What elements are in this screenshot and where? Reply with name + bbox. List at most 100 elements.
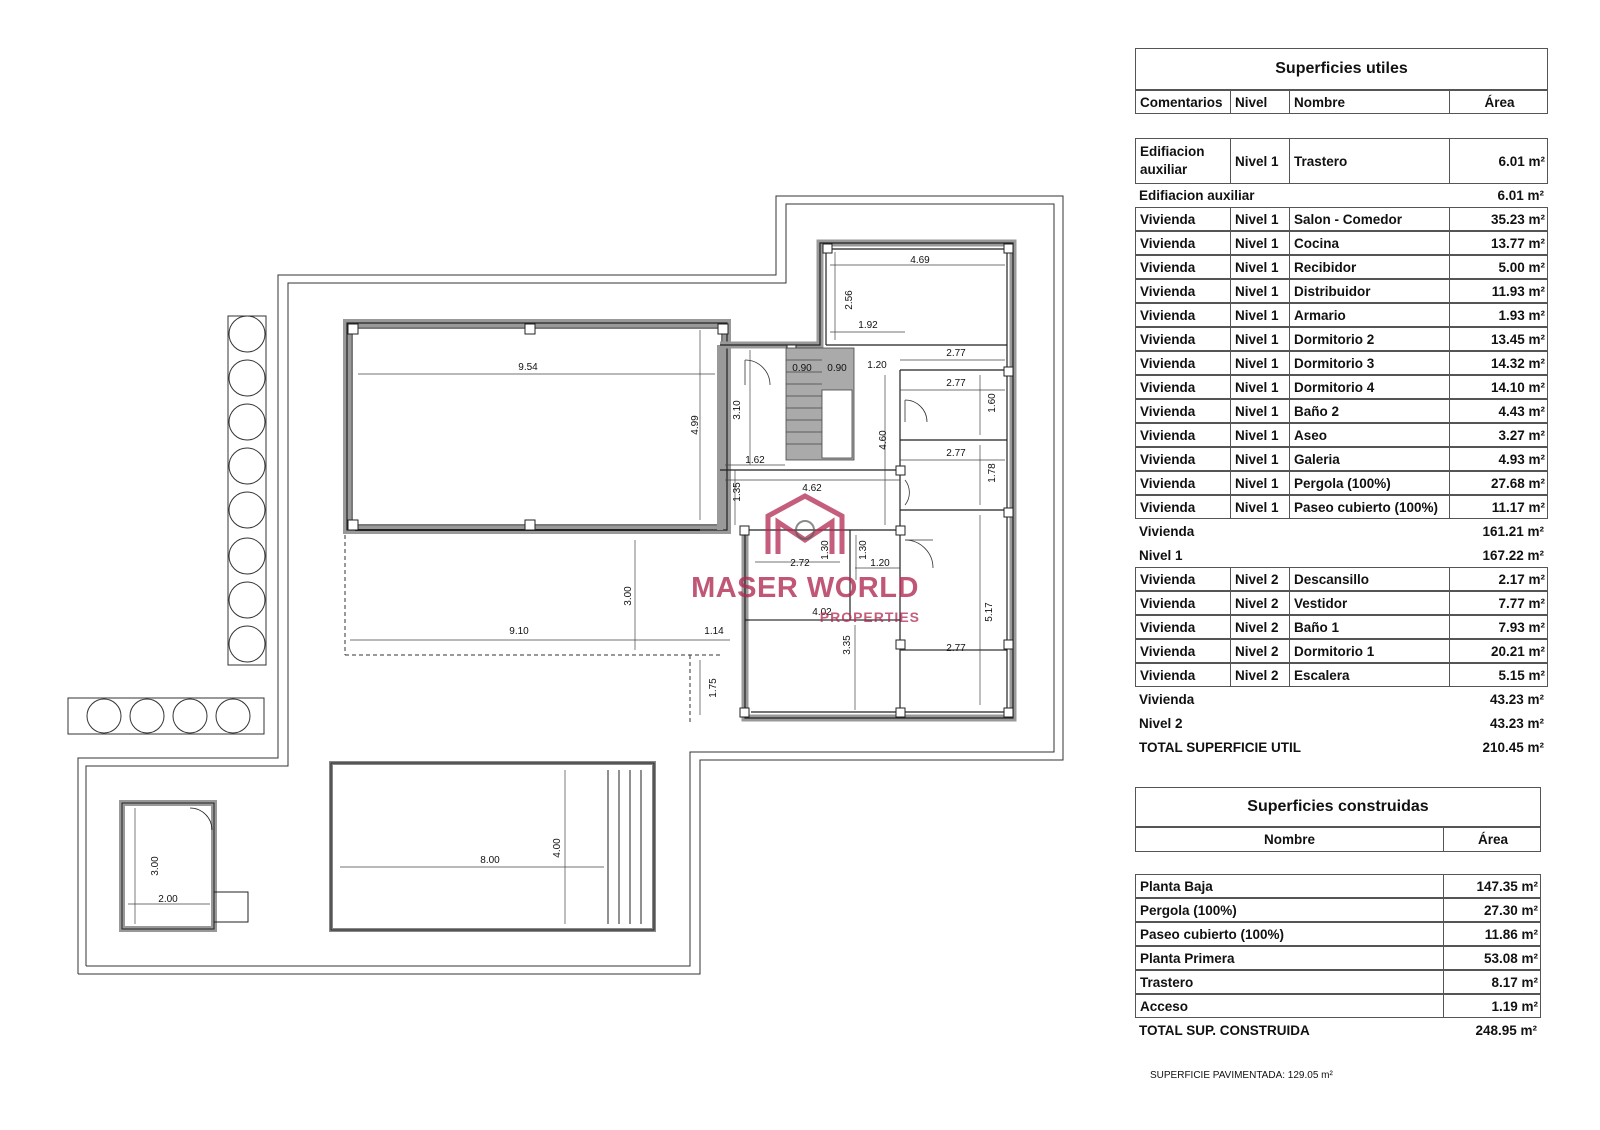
table-row: Acceso 1.19 m²: [1135, 994, 1541, 1018]
cell-comentarios: Vivienda: [1139, 523, 1195, 539]
cell-nivel: Nivel 1: [1231, 352, 1290, 374]
dim-label: 1.20: [867, 360, 887, 371]
dim-label: 9.10: [509, 626, 529, 637]
cell-area: 53.08 m²: [1483, 950, 1538, 966]
cell-area: 161.21 m²: [1482, 523, 1544, 539]
dim-label: 0.90: [792, 363, 812, 374]
dim-label: 5.17: [984, 602, 995, 622]
cell-comentarios: Vivienda: [1136, 256, 1231, 278]
cell-comentarios: Edifiacion auxiliar: [1136, 139, 1231, 183]
cell-nombre: Cocina: [1290, 232, 1450, 254]
cell-nivel: Nivel 1: [1231, 328, 1290, 350]
cell-comentarios: Vivienda: [1136, 352, 1231, 374]
cell-nivel: Nivel 1: [1231, 472, 1290, 494]
cell-comentarios: TOTAL SUPERFICIE UTIL: [1139, 739, 1302, 755]
cell-comentarios: Vivienda: [1136, 472, 1231, 494]
cell-area: 2.17 m²: [1498, 571, 1545, 587]
door-swings: [744, 359, 934, 569]
cell-comentarios: Vivienda: [1136, 640, 1231, 662]
table-title: Superficies utiles: [1135, 48, 1548, 90]
table-row: Paseo cubierto (100%) 11.86 m²: [1135, 922, 1541, 946]
subtotal-row: Edifiacion auxiliar 6.01 m²: [1135, 184, 1548, 207]
dim-label: 1.75: [708, 678, 719, 698]
cell-nivel: Nivel 2: [1231, 640, 1290, 662]
cell-comentarios: Vivienda: [1136, 448, 1231, 470]
cell-area: 167.22 m²: [1482, 547, 1544, 563]
cell-nombre: Acceso: [1136, 995, 1444, 1017]
cell-area: 6.01 m²: [1497, 188, 1544, 203]
cell-comentarios: Vivienda: [1136, 592, 1231, 614]
cell-area: 7.77 m²: [1498, 595, 1545, 611]
cell-nombre: Descansillo: [1290, 568, 1450, 590]
storage-building: [119, 800, 249, 932]
dim-label: 4.99: [690, 415, 701, 435]
house-walls: [717, 239, 1017, 722]
header-nombre: Nombre: [1290, 91, 1450, 113]
pergola-outline: [344, 535, 720, 725]
dim-label: 2.00: [158, 894, 178, 905]
cell-area: 43.23 m²: [1489, 691, 1544, 707]
dim-label: 2.77: [946, 643, 966, 654]
cell-comentarios: Vivienda: [1136, 616, 1231, 638]
dim-label: 1.92: [858, 320, 878, 331]
cell-nivel: Nivel 1: [1231, 208, 1290, 230]
dim-label: 2.56: [844, 290, 855, 310]
cell-nombre: Baño 2: [1290, 400, 1450, 422]
staircase: [785, 347, 855, 461]
cell-nombre: Dormitorio 1: [1290, 640, 1450, 662]
cell-nivel: Nivel 1: [1231, 280, 1290, 302]
cell-area: 13.45 m²: [1490, 331, 1545, 347]
header-comentarios: Comentarios: [1136, 91, 1231, 113]
cell-nombre: Trastero: [1290, 139, 1450, 183]
dim-label: 3.00: [623, 586, 634, 606]
cell-nombre: TOTAL SUP. CONSTRUIDA: [1139, 1022, 1310, 1038]
dim-label: 2.77: [946, 348, 966, 359]
dim-label: 2.77: [946, 378, 966, 389]
cell-area: 14.32 m²: [1490, 355, 1545, 371]
cell-area: 11.86 m²: [1484, 926, 1538, 942]
cell-area: 3.27 m²: [1498, 427, 1545, 443]
dimension-lines: [128, 252, 1005, 924]
cell-comentarios: Vivienda: [1136, 304, 1231, 326]
table-title: Superficies construidas: [1135, 787, 1541, 827]
cell-nombre: Recibidor: [1290, 256, 1450, 278]
cell-comentarios: Edifiacion auxiliar: [1139, 188, 1255, 203]
cell-area: 27.30 m²: [1483, 902, 1538, 918]
cell-nivel: Nivel 2: [1231, 616, 1290, 638]
cell-area: 14.10 m²: [1490, 379, 1545, 395]
cell-area: 6.01 m²: [1498, 153, 1545, 169]
cell-comentarios: Vivienda: [1136, 664, 1231, 686]
cell-comentarios: Vivienda: [1136, 328, 1231, 350]
dim-label: 4.69: [910, 255, 930, 266]
cell-nombre: Paseo cubierto (100%): [1290, 496, 1450, 518]
cell-nombre: Pergola (100%): [1136, 899, 1444, 921]
dim-label: 4.02: [812, 607, 832, 618]
dim-label: 2.77: [946, 448, 966, 459]
subtotal-row: TOTAL SUPERFICIE UTIL 210.45 m²: [1135, 735, 1548, 759]
cell-nombre: Trastero: [1136, 971, 1444, 993]
table-header: Nombre Área: [1135, 827, 1541, 852]
cell-nombre: Planta Baja: [1136, 875, 1444, 897]
cell-nombre: Salon - Comedor: [1290, 208, 1450, 230]
header-area: Área: [1484, 94, 1515, 110]
dim-label: 1.35: [732, 482, 743, 502]
cell-nivel: Nivel 1: [1231, 400, 1290, 422]
cell-area: 210.45 m²: [1482, 739, 1544, 755]
cell-nivel: Nivel 1: [1231, 496, 1290, 518]
cell-area: 1.19 m²: [1491, 998, 1538, 1014]
cell-comentarios: Vivienda: [1136, 280, 1231, 302]
dim-label: 1.14: [704, 626, 724, 637]
cell-area: 8.17 m²: [1491, 974, 1538, 990]
cell-nombre: Paseo cubierto (100%): [1136, 923, 1444, 945]
